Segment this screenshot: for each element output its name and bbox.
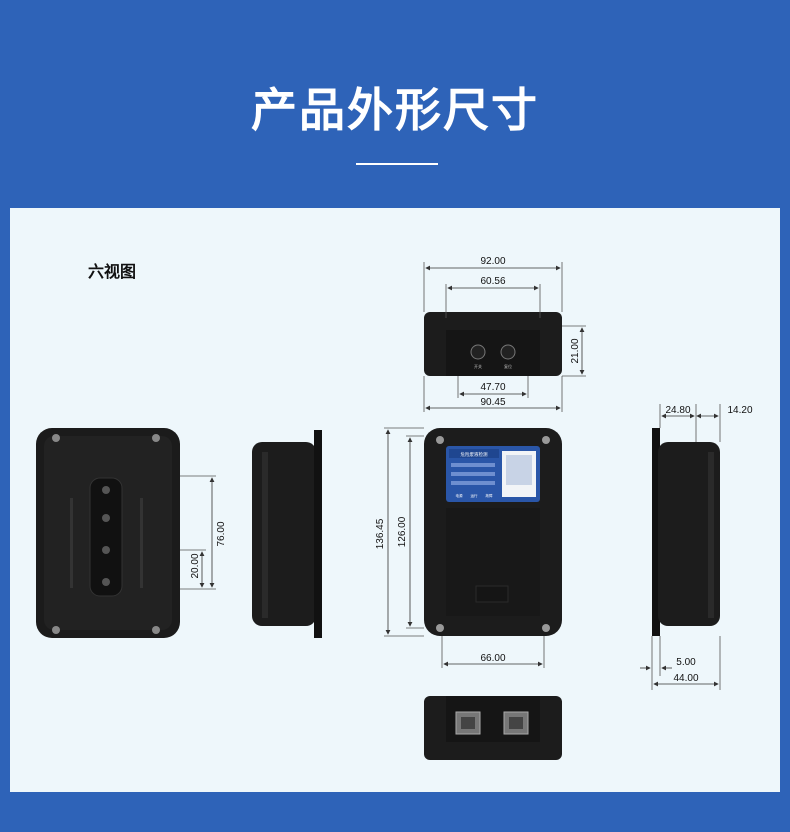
- dim-top-bottom-inner: 47.70: [480, 382, 505, 393]
- front-dimensions: 136.45 126.00 66.00: [375, 427, 545, 668]
- side-dimensions: 24.80 14.20 5.00 44.00: [640, 404, 753, 690]
- button-label-reset: 复位: [504, 363, 512, 369]
- right-side-view: [652, 428, 720, 636]
- dim-back-mount-span: 76.00: [216, 521, 227, 546]
- title-underline: [356, 163, 438, 165]
- dim-front-height-overall: 136.45: [375, 518, 386, 549]
- dim-front-bottom-width: 66.00: [480, 653, 505, 664]
- back-dimensions: 76.00 20.00: [180, 475, 227, 590]
- dim-top-height: 21.00: [570, 338, 581, 363]
- indicator-label-run: 运行: [471, 493, 479, 498]
- section-label: 六视图: [88, 262, 137, 281]
- dim-top-bottom-overall: 90.45: [480, 397, 505, 408]
- dim-top-inner: 60.56: [480, 276, 505, 287]
- bottom-view: [424, 696, 562, 760]
- device-label-title: 危险废液检测: [461, 451, 488, 458]
- dim-side-flange-top: 14.20: [727, 405, 752, 416]
- front-view: 危险废液检测 电源 运行 故障: [424, 428, 562, 636]
- left-side-view: [252, 430, 322, 638]
- top-dimensions: 92.00 60.56 21.00 47.70 90.45: [423, 256, 586, 412]
- dim-side-flange-bottom: 5.00: [676, 657, 696, 668]
- indicator-label-fault: 故障: [486, 493, 494, 498]
- dim-back-mount-pitch: 20.00: [190, 553, 201, 578]
- dim-side-depth-top: 24.80: [665, 405, 690, 416]
- page-title: 产品外形尺寸: [251, 83, 539, 137]
- dim-side-depth-bottom: 44.00: [673, 673, 698, 684]
- indicator-label-power: 电源: [456, 493, 464, 498]
- back-view: [36, 428, 180, 638]
- dim-front-height-inner: 126.00: [397, 516, 408, 547]
- top-view: 开关 复位: [424, 312, 562, 376]
- dim-top-overall: 92.00: [480, 256, 505, 267]
- button-label-power: 开关: [474, 363, 482, 369]
